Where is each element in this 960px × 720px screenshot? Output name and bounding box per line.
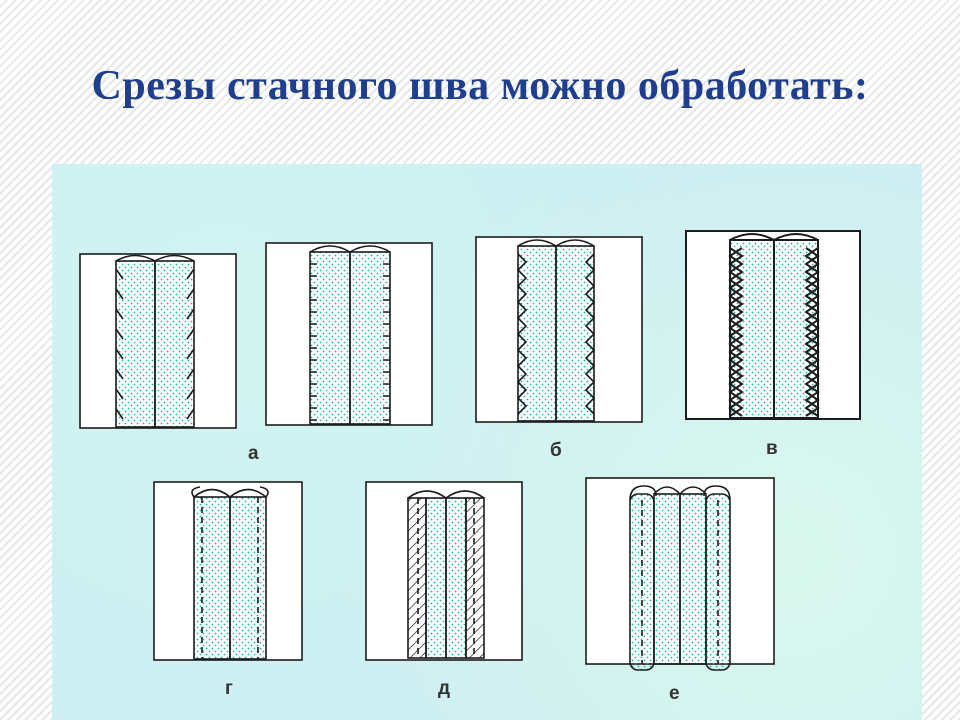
seam-figure-v: [685, 230, 861, 420]
seam-figure-e: [585, 477, 775, 671]
seam-figure-a-overcast: [265, 242, 433, 426]
figure-label-a: а: [248, 443, 259, 464]
figure-label-g: г: [225, 678, 233, 699]
figure-label-e: е: [669, 683, 680, 704]
figure-label-b: б: [550, 440, 562, 461]
seam-figure-a: [79, 253, 237, 429]
figure-label-v: в: [766, 438, 778, 459]
seam-diagram: а б в г д е: [79, 230, 861, 704]
seam-diagram-panel: а б в г д е: [52, 164, 922, 720]
seam-figure-d: [365, 481, 523, 661]
seam-figure-g: [153, 481, 303, 661]
slide-title: Срезы стачного шва можно обработать:: [91, 63, 869, 109]
seam-figure-b: [475, 236, 643, 423]
figure-label-d: д: [438, 678, 450, 699]
